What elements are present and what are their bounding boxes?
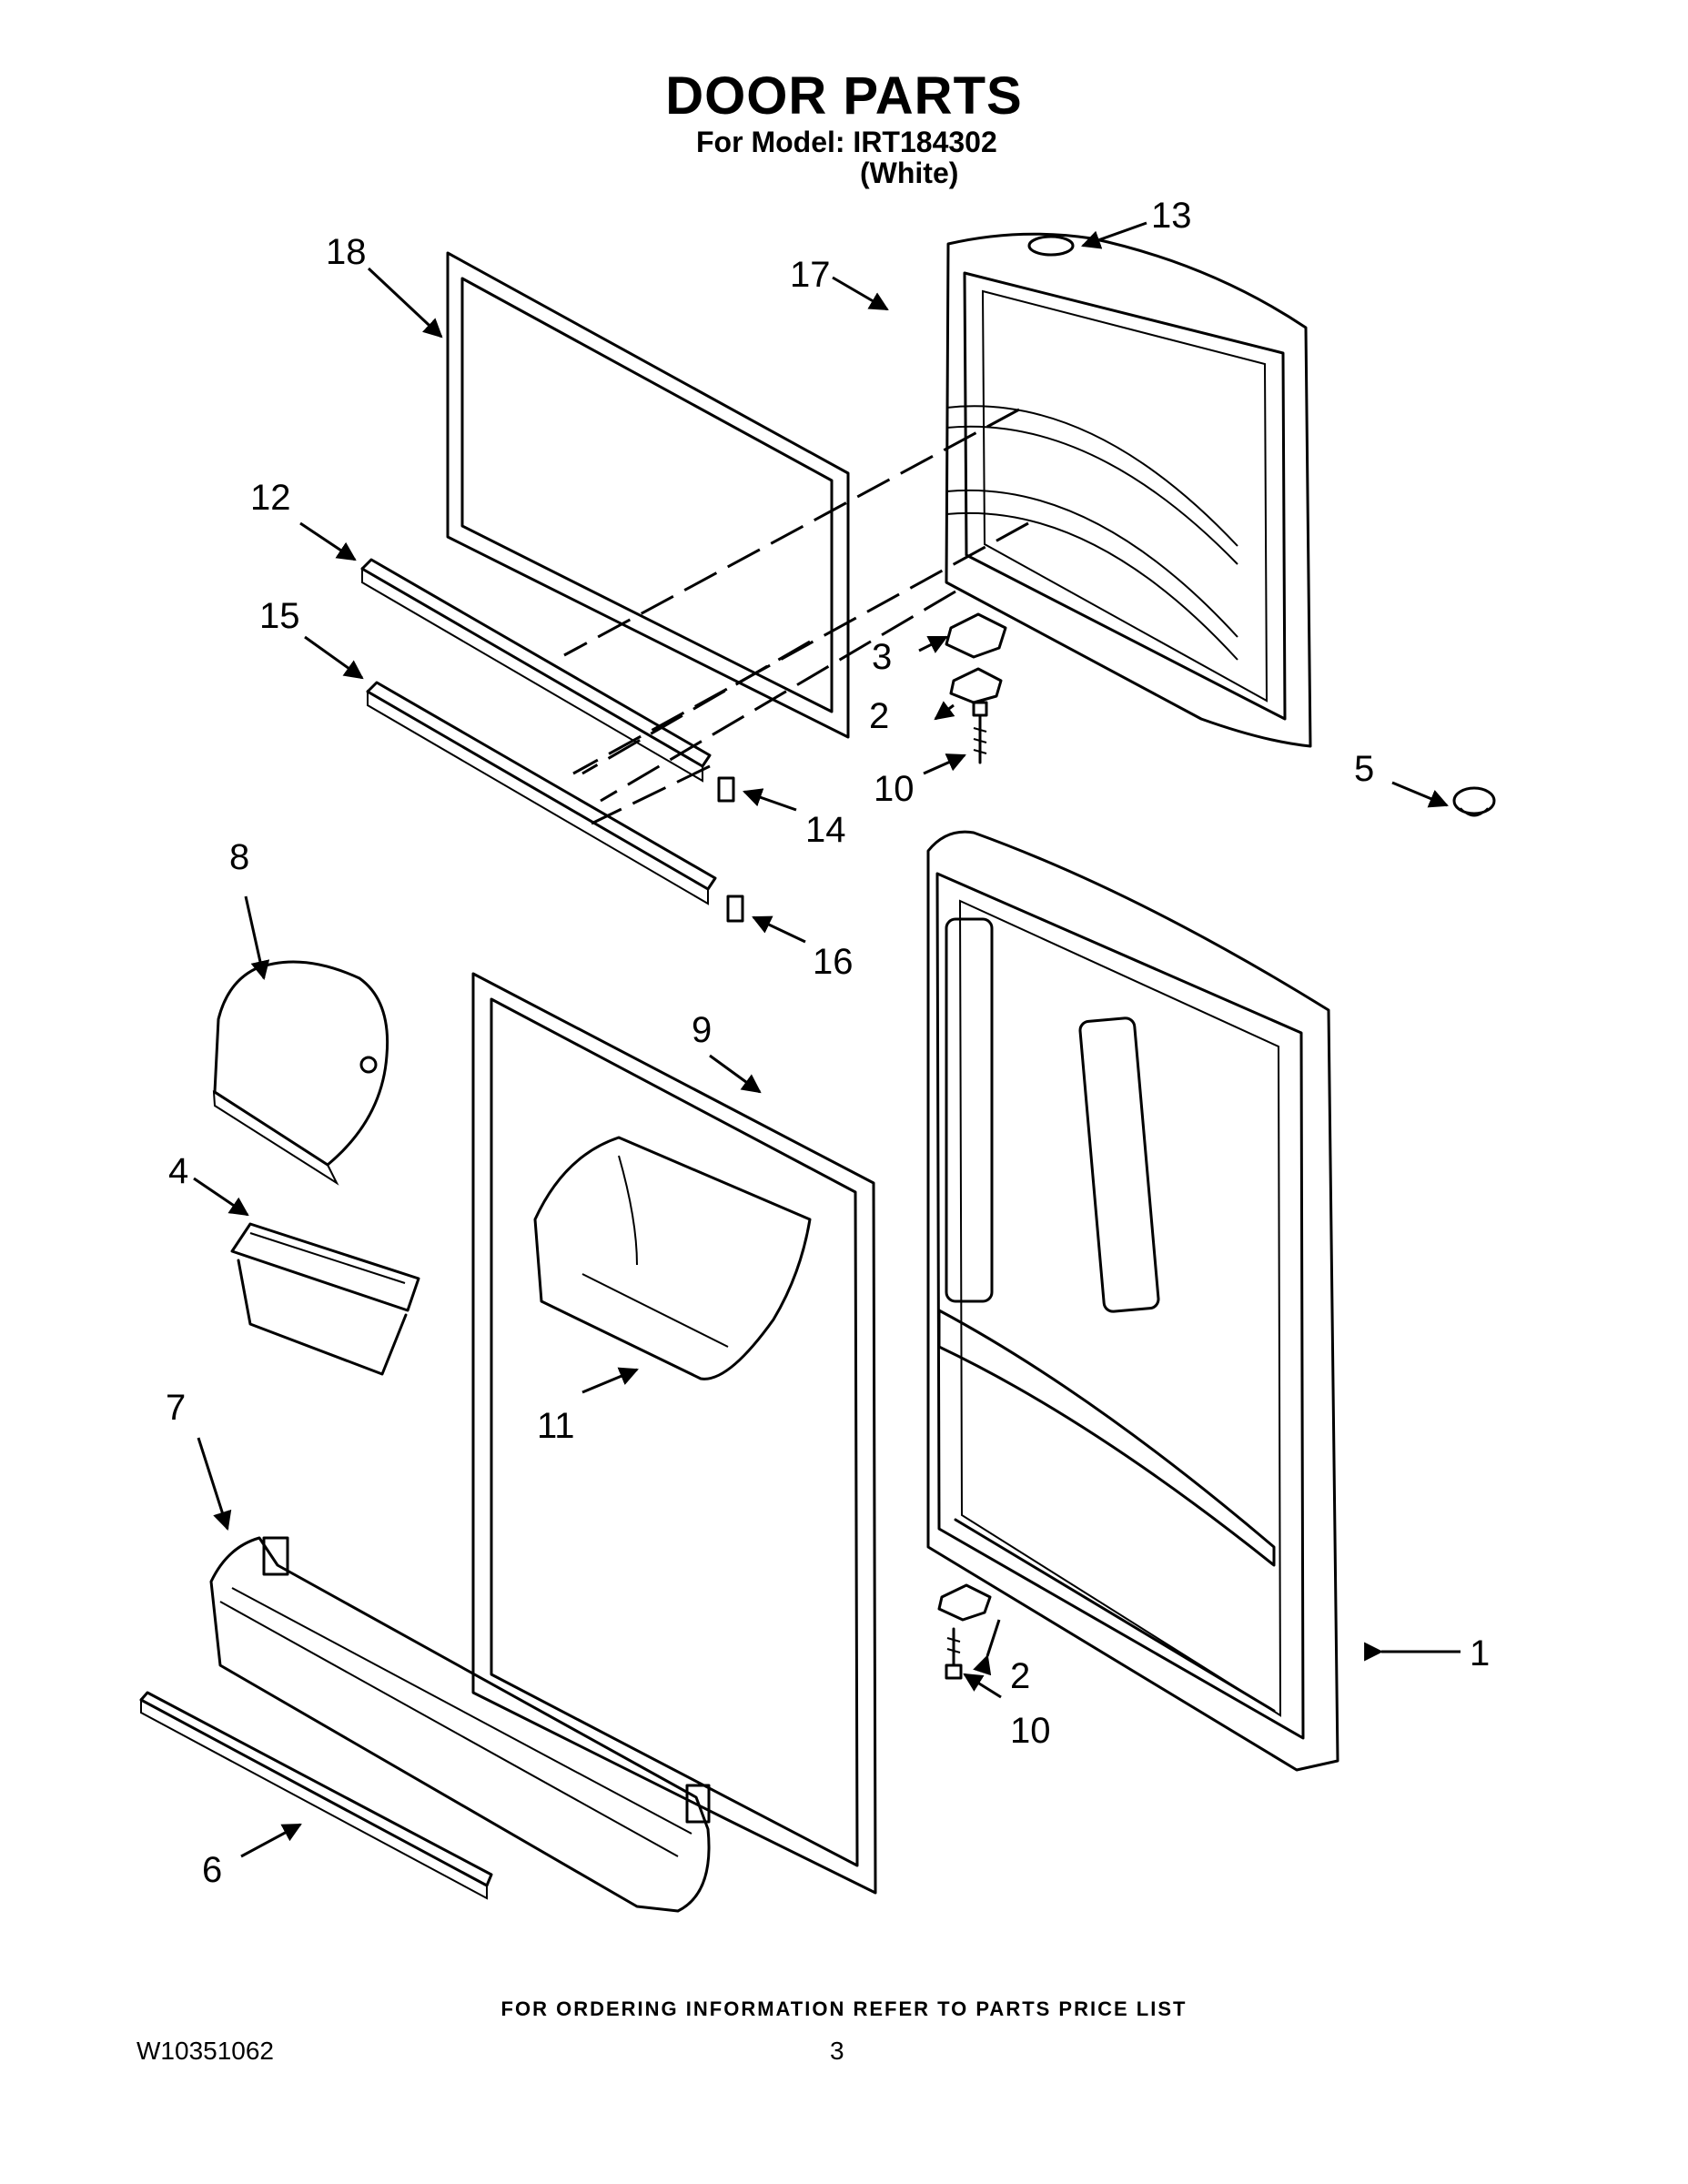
callout-1: 1: [1470, 1633, 1490, 1673]
callout-3: 3: [872, 637, 892, 677]
part-18-freezer-gasket: [446, 251, 850, 739]
page-number: 3: [830, 2037, 844, 2065]
part-6-trim-strip: [139, 1691, 493, 1900]
callout-10-upper: 10: [874, 769, 915, 809]
part-16-end-cap: [726, 895, 744, 923]
callout-leaders: [193, 221, 1461, 1858]
alignment-line: [581, 640, 811, 775]
part-9-fresh-food-gasket: [471, 972, 877, 1895]
callout-18: 18: [326, 232, 367, 272]
part-14-end-cap: [717, 776, 735, 803]
callout-6: 6: [202, 1850, 222, 1890]
callout-17: 17: [790, 255, 831, 295]
ordering-note: FOR ORDERING INFORMATION REFER TO PARTS …: [500, 1997, 1188, 2020]
part-2-hinge-lower: [937, 1583, 992, 1622]
part-4-small-bin: [230, 1222, 420, 1376]
part-10-screw-lower: [945, 1627, 963, 1680]
callout-10-lower: 10: [1010, 1711, 1051, 1751]
part-11-dairy-compartment: [533, 1136, 812, 1380]
part-5-plug: [1452, 786, 1496, 817]
callout-9: 9: [692, 1010, 712, 1050]
alignment-line: [591, 764, 711, 825]
callout-2-upper: 2: [869, 696, 889, 736]
callout-16: 16: [813, 942, 854, 982]
part-1-fresh-food-door: [926, 830, 1339, 1772]
part-8-dairy-door: [212, 960, 389, 1186]
callout-5: 5: [1354, 749, 1374, 789]
callout-12: 12: [250, 478, 291, 518]
model-number: For Model: IRT184302: [696, 126, 997, 158]
callout-15: 15: [259, 596, 300, 636]
callout-11: 11: [537, 1406, 575, 1446]
callout-7: 7: [166, 1388, 186, 1428]
callout-4: 4: [168, 1151, 188, 1191]
callout-13: 13: [1151, 196, 1192, 236]
part-10-screw: [972, 701, 988, 764]
document-id: W10351062: [136, 2037, 275, 2065]
alignment-line: [563, 408, 1020, 657]
part-12-trim-strip: [360, 558, 712, 783]
page-title: DOOR PARTS: [665, 66, 1023, 126]
part-7-door-bin: [209, 1536, 711, 1913]
callout-14: 14: [805, 810, 846, 850]
part-15-trim-strip: [366, 681, 717, 905]
part-17-freezer-door: [945, 232, 1312, 748]
callout-2-lower: 2: [1010, 1656, 1030, 1696]
part-13-plug: [1027, 235, 1075, 257]
part-3-hinge: [945, 612, 1007, 659]
model-color: (White): [860, 157, 959, 189]
callout-8: 8: [229, 837, 249, 877]
part-2-hinge: [949, 667, 1003, 704]
alignment-line: [600, 590, 956, 803]
